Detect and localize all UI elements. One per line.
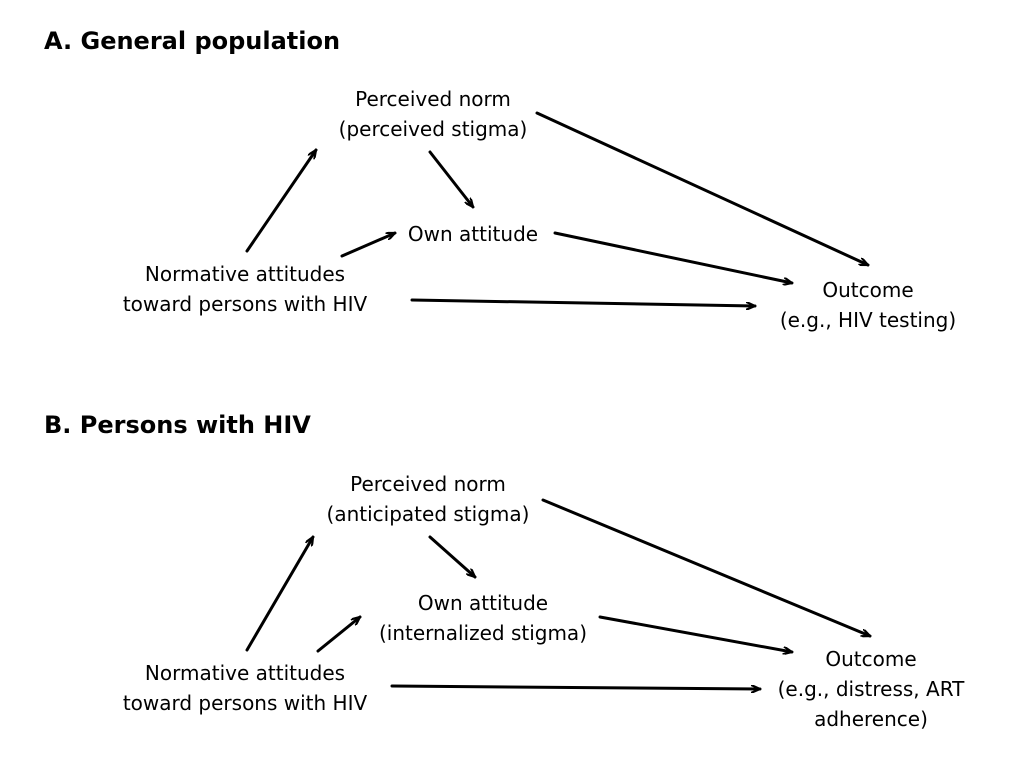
panel-a-outcome-node: Outcome (e.g., HIV testing) [768, 275, 968, 335]
panel-b-arrow-perceived-norm-to-outcome [541, 498, 870, 638]
panel-a-arrow-perceived-norm-to-outcome [535, 111, 868, 267]
panel-b-normative-line-1: Normative attitudes [144, 661, 346, 685]
panel-a-outcome-line-2: (e.g., HIV testing) [779, 308, 957, 332]
panel-a-perceived-norm-line-2: (perceived stigma) [338, 117, 528, 141]
panel-a-normative-attitudes-node: Normative attitudes toward persons with … [105, 259, 385, 319]
panel-b-outcome-line-1: Outcome [825, 647, 917, 671]
panel-b-arrow-perceived-norm-to-own-attitude [428, 535, 475, 577]
panel-b-perceived-norm-node: Perceived norm (anticipated stigma) [313, 469, 543, 529]
panel-b-own-attitude-node: Own attitude (internalized stigma) [373, 588, 593, 648]
panel-b-arrow-own-attitude-to-outcome [598, 615, 792, 652]
panel-a-arrow-own-attitude-to-outcome [553, 231, 792, 283]
panel-a-arrow-perceived-norm-to-own-attitude [428, 150, 473, 207]
panel-b-outcome-line-3: adherence) [814, 707, 928, 731]
panel-a-perceived-norm-node: Perceived norm (perceived stigma) [328, 84, 538, 144]
panel-a-outcome-line-1: Outcome [822, 278, 914, 302]
panel-b-arrow-normative-to-outcome [390, 684, 762, 689]
panel-b-arrow-normative-to-own-attitude [316, 617, 360, 653]
panel-a-title: A. General population [44, 27, 341, 55]
panel-b-title: B. Persons with HIV [44, 411, 311, 439]
panel-b-arrow-normative-to-perceived-norm [245, 537, 315, 652]
panel-b-outcome-node: Outcome (e.g., distress, ART adherence) [762, 644, 980, 734]
panel-b-normative-attitudes-node: Normative attitudes toward persons with … [105, 658, 385, 718]
panel-a-normative-line-2: toward persons with HIV [122, 292, 368, 316]
panel-a-perceived-norm-line-1: Perceived norm [355, 87, 511, 111]
panel-b-outcome-line-2: (e.g., distress, ART [777, 677, 965, 701]
panel-a-arrow-normative-to-outcome [410, 298, 757, 306]
panel-b-own-attitude-line-2: (internalized stigma) [378, 621, 587, 645]
panel-a-arrow-normative-to-own-attitude [340, 231, 395, 258]
panel-b-own-attitude-line-1: Own attitude [417, 591, 549, 615]
panel-b-normative-line-2: toward persons with HIV [122, 691, 368, 715]
panel-b-perceived-norm-line-2: (anticipated stigma) [326, 502, 530, 526]
panel-a-own-attitude-node: Own attitude [393, 219, 553, 249]
panel-a-normative-line-1: Normative attitudes [144, 262, 346, 286]
panel-a-own-attitude-line-1: Own attitude [407, 222, 539, 246]
panel-a-arrow-normative-to-perceived-norm [245, 150, 316, 253]
panel-b-perceived-norm-line-1: Perceived norm [350, 472, 506, 496]
